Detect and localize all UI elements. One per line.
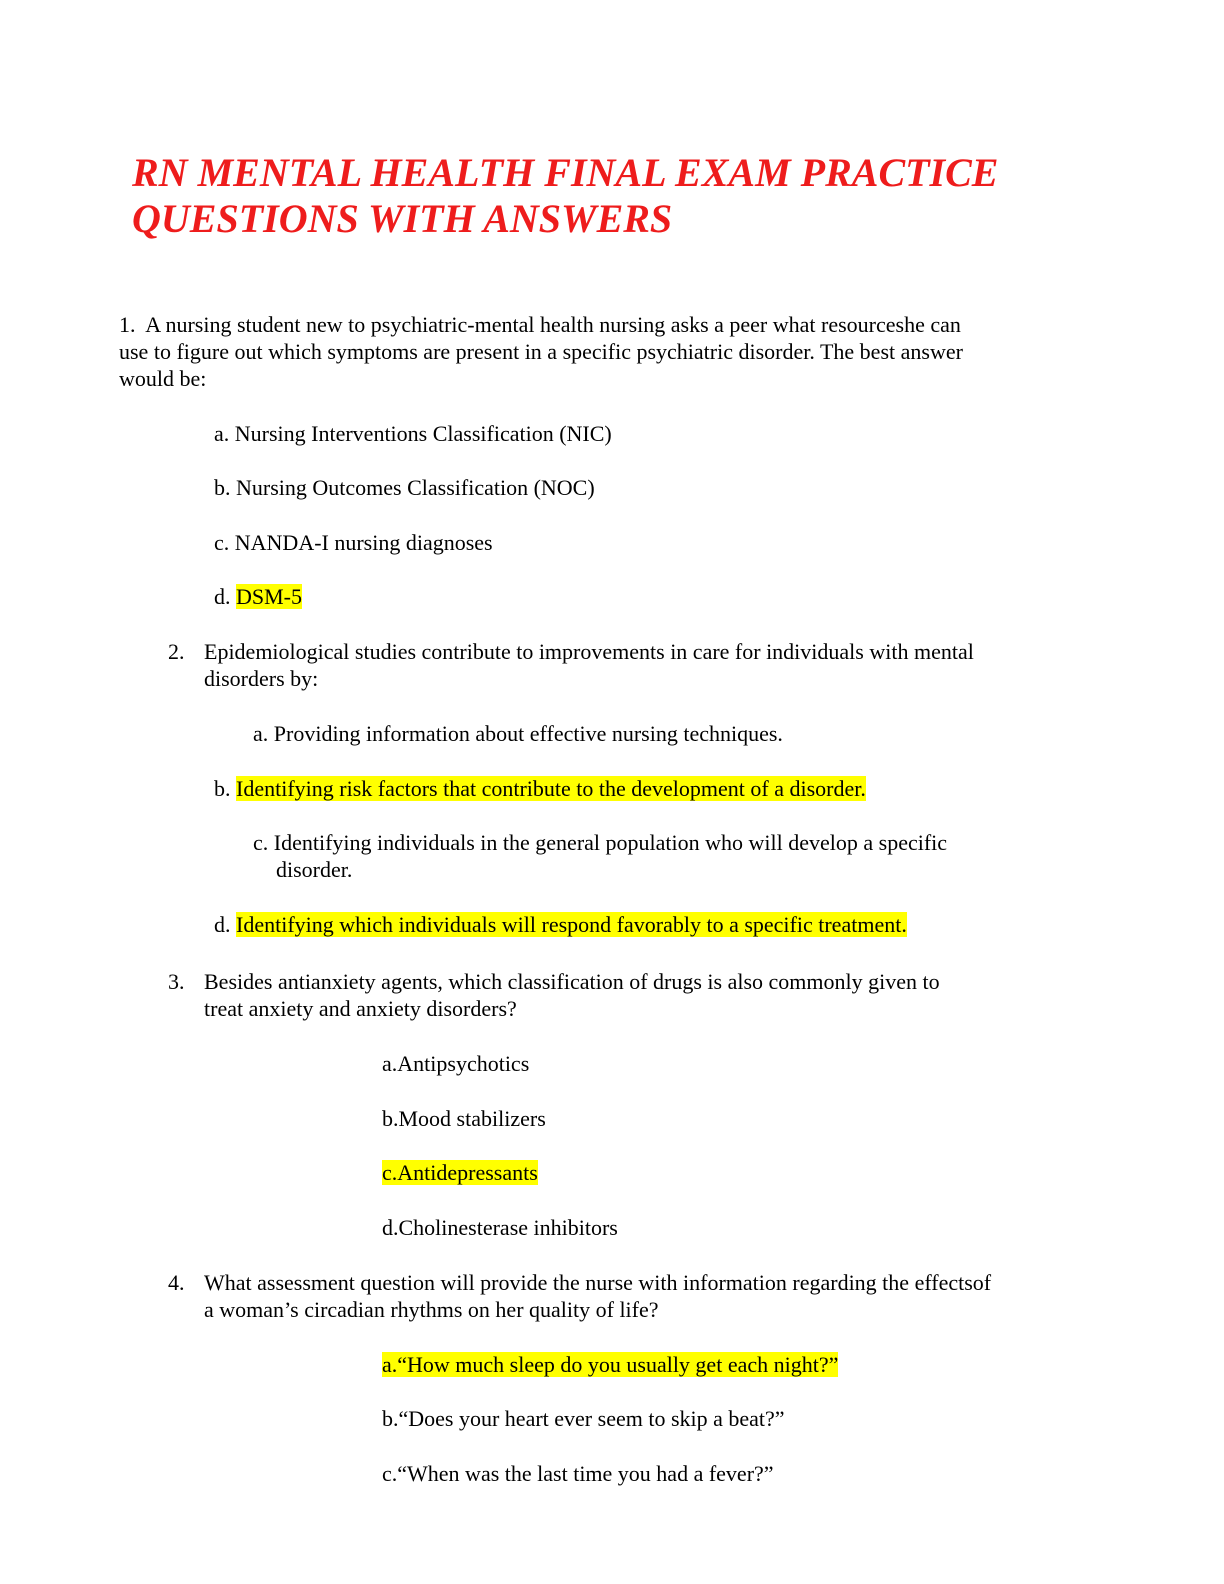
question-3-line-2: treat anxiety and anxiety disorders?	[204, 996, 517, 1021]
option-text: “Does your heart ever seem to skip a bea…	[398, 1406, 785, 1431]
option-letter: c.	[382, 1160, 398, 1185]
option-text: Mood stabilizers	[398, 1106, 546, 1131]
option-text-highlighted: Identifying risk factors that contribute…	[236, 776, 866, 801]
option-text: Antidepressants	[397, 1160, 538, 1185]
option-text: Identifying individuals in the general p…	[273, 830, 948, 855]
option-letter: b.	[382, 1406, 399, 1431]
option-letter: c.	[253, 830, 269, 855]
question-3-number: 3.	[168, 969, 185, 994]
option-text-highlighted: DSM-5	[236, 584, 303, 609]
question-2-option-a: a. Providing information about effective…	[253, 720, 783, 747]
option-text-highlighted: Identifying which individuals will respo…	[236, 912, 907, 937]
option-letter: b.	[214, 475, 231, 500]
question-4-line-1: What assessment question will provide th…	[204, 1270, 992, 1295]
question-1-text-1: A nursing student new to psychiatric-men…	[145, 312, 961, 337]
option-text: Nursing Outcomes Classification (NOC)	[236, 475, 595, 500]
question-2-option-d: d. Identifying which individuals will re…	[214, 911, 907, 938]
title-line-2: QUESTIONS WITH ANSWERS	[132, 196, 673, 241]
option-text: NANDA-I nursing diagnoses	[234, 530, 493, 555]
question-1-option-d: d. DSM-5	[214, 583, 303, 610]
question-3-option-c: c.Antidepressants	[382, 1159, 538, 1186]
option-text: Cholinesterase inhibitors	[398, 1215, 618, 1240]
question-2-number: 2.	[168, 639, 185, 664]
option-letter: b.	[214, 776, 231, 801]
question-3-option-b: b.Mood stabilizers	[382, 1105, 546, 1132]
question-1-line-3: would be:	[119, 366, 207, 391]
option-letter: c.	[214, 530, 230, 555]
question-1-option-b: b. Nursing Outcomes Classification (NOC)	[214, 474, 595, 501]
option-text: “How much sleep do you usually get each …	[397, 1352, 839, 1377]
question-3-line-1: Besides antianxiety agents, which classi…	[204, 969, 940, 994]
option-letter: a.	[382, 1051, 398, 1076]
question-4-option-b: b.“Does your heart ever seem to skip a b…	[382, 1405, 785, 1432]
option-text: Nursing Interventions Classification (NI…	[234, 421, 612, 446]
option-letter: b.	[382, 1106, 399, 1131]
question-4-option-c: c.“When was the last time you had a feve…	[382, 1460, 774, 1487]
question-1-line-2: use to figure out which symptoms are pre…	[119, 339, 963, 364]
option-letter: d.	[214, 912, 231, 937]
title-line-1: RN MENTAL HEALTH FINAL EXAM PRACTICE	[132, 150, 999, 195]
question-3-option-a: a.Antipsychotics	[382, 1050, 529, 1077]
option-letter: d.	[382, 1215, 399, 1240]
question-4-number: 4.	[168, 1270, 185, 1295]
option-letter: a.	[214, 421, 230, 446]
option-text: Providing information about effective nu…	[273, 721, 783, 746]
option-highlighted: c.Antidepressants	[382, 1160, 538, 1185]
question-2-line-1: Epidemiological studies contribute to im…	[204, 639, 974, 664]
option-letter: c.	[382, 1461, 398, 1486]
question-4-line-2: a woman’s circadian rhythms on her quali…	[204, 1297, 659, 1322]
option-letter: a.	[253, 721, 269, 746]
option-text: “When was the last time you had a fever?…	[397, 1461, 774, 1486]
option-text: Antipsychotics	[397, 1051, 530, 1076]
question-1-option-c: c. NANDA-I nursing diagnoses	[214, 529, 493, 556]
question-2-option-c: c. Identifying individuals in the genera…	[253, 829, 947, 856]
question-4-option-a: a.“How much sleep do you usually get eac…	[382, 1351, 839, 1378]
question-1-number: 1.	[119, 312, 136, 337]
question-2-option-c-continued: disorder.	[276, 857, 353, 882]
question-1-option-a: a. Nursing Interventions Classification …	[214, 420, 612, 447]
question-2-option-b: b. Identifying risk factors that contrib…	[214, 775, 866, 802]
option-highlighted: a.“How much sleep do you usually get eac…	[382, 1352, 839, 1377]
option-letter: d.	[214, 584, 231, 609]
document-title: RN MENTAL HEALTH FINAL EXAM PRACTICE QUE…	[132, 150, 998, 242]
question-1-line-1: 1. A nursing student new to psychiatric-…	[119, 311, 961, 338]
question-2-line-2: disorders by:	[204, 666, 319, 691]
option-letter: a.	[382, 1352, 398, 1377]
question-3-option-d: d.Cholinesterase inhibitors	[382, 1214, 618, 1241]
